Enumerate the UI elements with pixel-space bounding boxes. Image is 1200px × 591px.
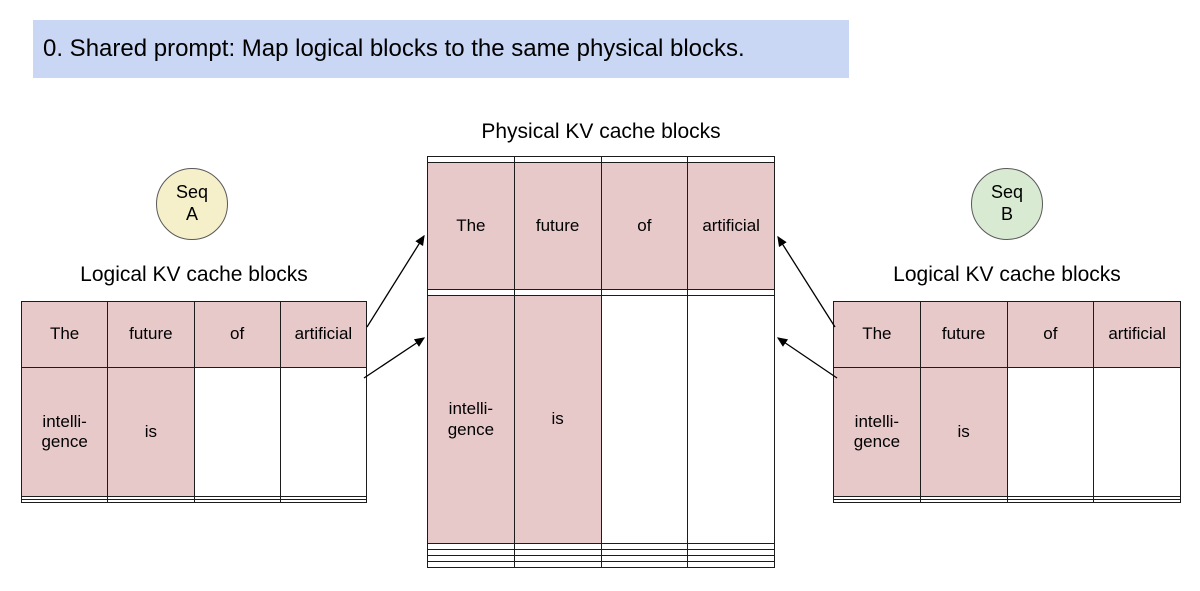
- kv-block-cell-empty: [687, 549, 775, 557]
- seq-b-badge: Seq B: [971, 168, 1043, 240]
- mapping-arrow: [363, 337, 426, 379]
- kv-block-cell-filled: artificial: [687, 161, 775, 291]
- kv-block-cell-empty: [1006, 498, 1095, 504]
- kv-block-cell-filled: The: [20, 301, 109, 368]
- block-row: [833, 498, 1181, 504]
- kv-block-cell-empty: [687, 294, 775, 545]
- kv-block-cell-filled: future: [107, 301, 195, 368]
- kv-block-cell-empty: [427, 561, 515, 568]
- kv-block-cell-filled: future: [919, 301, 1008, 368]
- kv-block-cell-empty: [687, 561, 775, 568]
- physical-blocks-heading: Physical KV cache blocks: [481, 120, 721, 143]
- kv-block-cell-filled: artificial: [279, 301, 368, 368]
- block-row: [20, 498, 368, 504]
- mapping-arrow: [776, 337, 838, 379]
- kv-block-cell-filled: The: [427, 161, 515, 291]
- kv-block-cell-filled: of: [193, 301, 281, 368]
- kv-block-cell-empty: [1006, 366, 1095, 497]
- seq-b-label: Seq B: [990, 182, 1024, 224]
- block-row: [427, 549, 775, 557]
- kv-block-cell-empty: [833, 498, 921, 504]
- kv-block-cell-filled: of: [600, 161, 689, 291]
- kv-block-cell-empty: [513, 561, 602, 568]
- kv-block-cell-empty: [600, 294, 689, 545]
- seq-a-label: Seq A: [175, 182, 209, 224]
- kv-block-cell-filled: is: [919, 366, 1008, 497]
- kv-block-cell-empty: [1093, 366, 1181, 497]
- kv-block-cell-empty: [20, 498, 109, 504]
- title-text: 0. Shared prompt: Map logical blocks to …: [43, 35, 745, 62]
- kv-block-cell-filled: intelli- gence: [20, 366, 109, 497]
- kv-block-cell-empty: [279, 498, 368, 504]
- kv-block-cell-filled: intelli- gence: [427, 294, 515, 545]
- mapping-arrow: [777, 235, 836, 328]
- mapping-arrow: [366, 234, 425, 328]
- kv-block-cell-filled: intelli- gence: [833, 366, 921, 497]
- kv-block-cell-empty: [193, 498, 281, 504]
- block-row: [427, 561, 775, 568]
- kv-block-cell-empty: [600, 561, 689, 568]
- kv-block-cell-empty: [107, 498, 195, 504]
- title-banner: 0. Shared prompt: Map logical blocks to …: [33, 20, 849, 78]
- kv-block-cell-filled: is: [513, 294, 602, 545]
- kv-block-cell-empty: [919, 498, 1008, 504]
- kv-block-cell-filled: artificial: [1093, 301, 1181, 368]
- kv-block-cell-filled: future: [513, 161, 602, 291]
- kv-block-cell-filled: of: [1006, 301, 1095, 368]
- kv-block-cell-empty: [279, 366, 368, 497]
- logical-blocks-heading-seq-a: Logical KV cache blocks: [80, 263, 308, 286]
- seq-a-badge: Seq A: [156, 168, 228, 240]
- kv-block-cell-filled: The: [833, 301, 921, 368]
- kv-block-cell-filled: is: [107, 366, 195, 497]
- logical-blocks-heading-seq-b: Logical KV cache blocks: [893, 263, 1121, 286]
- kv-block-cell-empty: [687, 543, 775, 551]
- block-row: [427, 543, 775, 551]
- kv-block-cell-empty: [1093, 498, 1181, 504]
- kv-block-cell-empty: [193, 366, 281, 497]
